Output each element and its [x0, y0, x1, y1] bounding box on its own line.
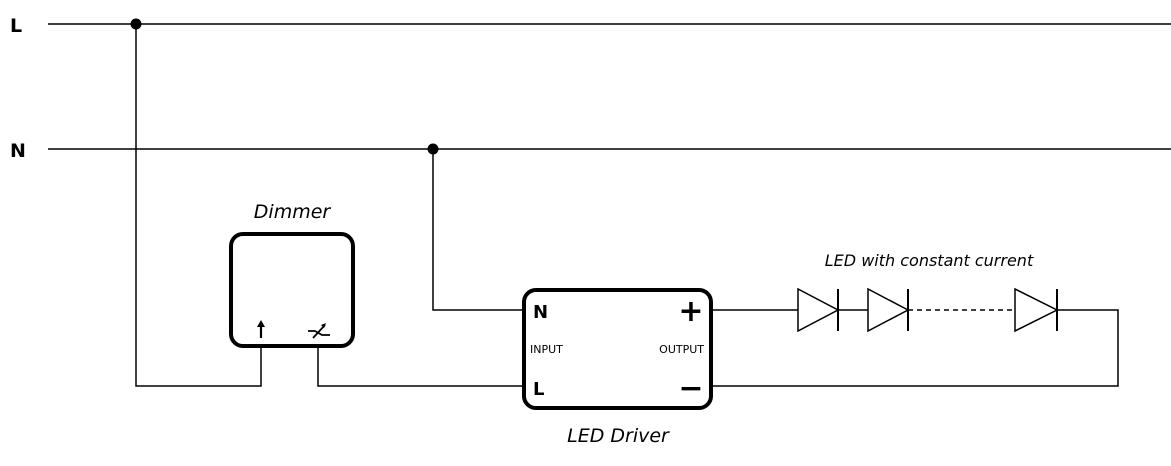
driver-terminal-l: L: [533, 379, 544, 400]
dimmer-title: Dimmer: [254, 201, 332, 223]
dimmer-output-variable-icon: [308, 323, 330, 339]
dimmer-box: [229, 232, 355, 348]
driver-input-label: INPUT: [530, 343, 563, 356]
driver-terminal-n: N: [533, 302, 548, 323]
neutral-rail-label: N: [10, 140, 26, 162]
driver-terminal-minus: −: [678, 371, 703, 406]
led-return-wire: [711, 309, 1119, 387]
line-to-dimmer-wire: [135, 24, 262, 387]
led-diode-1: [797, 287, 840, 333]
dimmer-to-driver-wire: [317, 346, 524, 387]
led-diode-2: [867, 287, 910, 333]
led-diode-3: [1014, 287, 1059, 333]
led-string-label: LED with constant current: [825, 251, 1034, 270]
driver-output-label: OUTPUT: [659, 343, 704, 356]
dimmer-input-arrow-icon: [257, 320, 265, 338]
line-rail-label: L: [10, 15, 22, 37]
led-driver-box: [522, 288, 713, 410]
led-driver-title: LED Driver: [567, 425, 670, 447]
neutral-to-driver-wire: [432, 149, 524, 311]
driver-terminal-plus: +: [678, 294, 703, 329]
